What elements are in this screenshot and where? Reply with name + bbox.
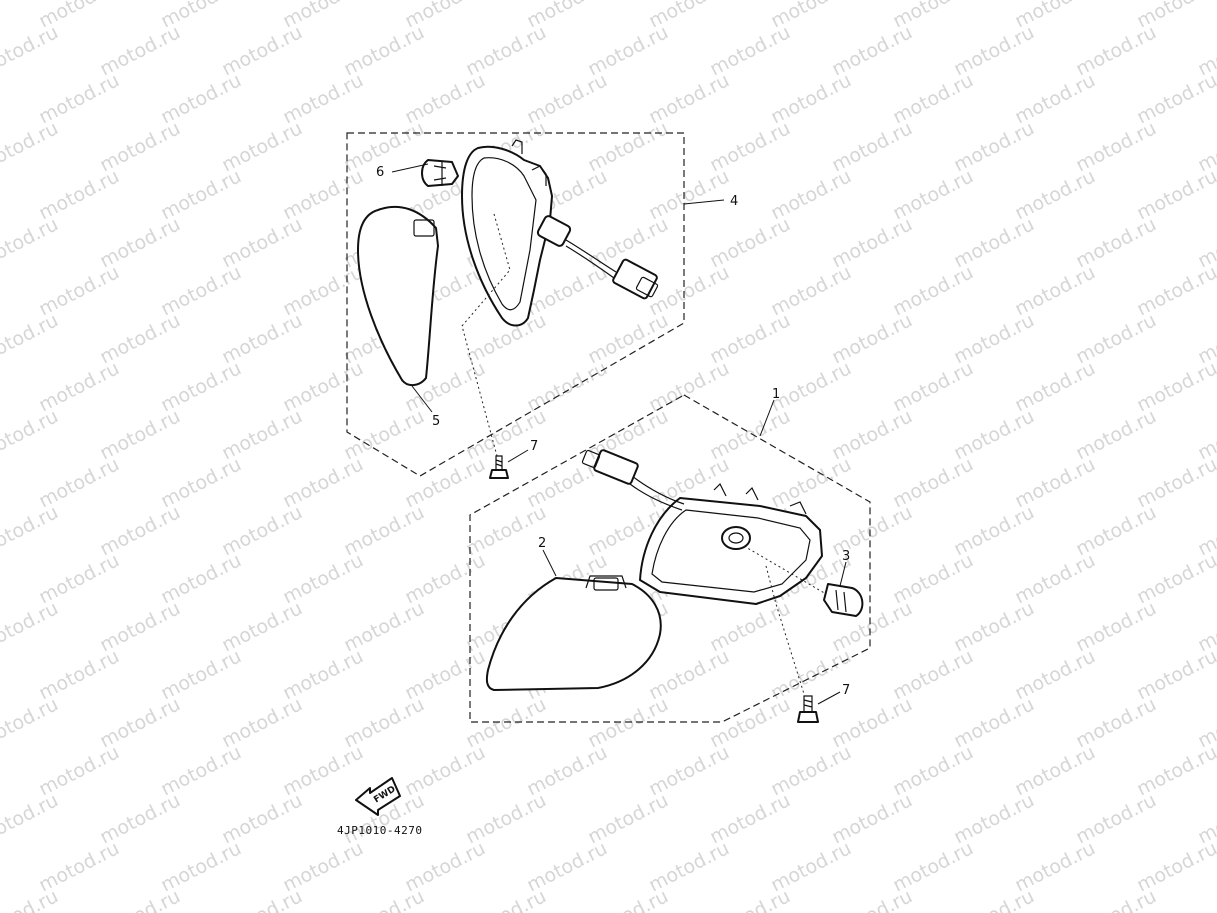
watermark-text: motod.ru [0,741,1,800]
watermark-text: motod.ru [0,117,62,176]
lower-bulb-guide-line [743,545,827,595]
watermark-text: motod.ru [1072,885,1160,913]
watermark-text: motod.ru [584,885,672,913]
upper-assembly-boundary [346,132,685,477]
watermark-text: motod.ru [0,261,1,320]
leader-7-upper [507,449,529,463]
leader-3 [839,561,847,587]
lower-screw-head [797,711,819,723]
watermark-text: motod.ru [218,885,306,913]
watermark-text: motod.ru [0,549,1,608]
watermark-text: motod.ru [0,645,1,704]
callout-7-upper: 7 [530,439,538,454]
lower-lens-tab-outline [585,575,627,589]
upper-housing-clips [511,139,547,186]
lower-housing-part-1 [639,497,823,605]
callout-2: 2 [538,536,546,551]
drawing-code: 4JP1010-4270 [337,824,422,837]
watermark-text: motod.ru [0,693,62,752]
upper-wire-connector [612,258,658,300]
watermark-text: motod.ru [0,69,1,128]
watermark-text: motod.ru [0,213,62,272]
lower-housing-inner-rim [651,509,811,593]
watermark-text: motod.ru [0,309,62,368]
upper-housing-part-4 [461,145,553,327]
watermark-text: motod.ru [0,21,62,80]
lower-bulb-part-3 [823,583,864,617]
callout-3: 3 [842,549,850,564]
lower-assembly-boundary [469,394,871,723]
lower-lens-tab [593,577,619,591]
upper-screw-threads [495,455,503,471]
watermark-text: motod.ru [828,885,916,913]
lower-screw-threads [803,695,813,713]
lower-housing-clips [713,482,807,515]
callout-4: 4 [730,194,738,209]
watermark-text: motod.ru [1194,885,1217,913]
watermark-text: motod.ru [0,165,1,224]
watermark-text: motod.ru [0,789,62,848]
lower-screw-part-7: 7 [797,683,850,723]
watermark-text: motod.ru [96,885,184,913]
upper-wire-harness [565,239,617,279]
upper-bulb-filament [433,162,447,186]
callout-6: 6 [376,165,384,180]
watermark-text: motod.ru [0,0,1,32]
upper-bulb-part-6 [421,159,459,187]
watermark-text: motod.ru [0,597,62,656]
watermark-text: motod.ru [0,501,62,560]
upper-lens-tab [413,219,435,237]
watermark-text: motod.ru [706,885,794,913]
upper-assembly-group: 6 4 5 [346,132,738,477]
watermark-text: motod.ru [0,405,62,464]
lower-bulb-socket-hole [721,526,751,550]
leader-2 [542,549,557,577]
leader-1 [759,399,775,437]
lower-bulb-filament [835,589,847,613]
lower-lens-part-2 [485,577,662,691]
watermark-text: motod.ru [0,357,1,416]
callout-7-lower: 7 [842,683,850,698]
watermark-text: motod.ru [462,885,550,913]
callout-1: 1 [772,387,780,402]
watermark-text: motod.ru [0,453,1,512]
leader-4 [683,199,725,205]
watermark-text: motod.ru [950,885,1038,913]
lower-wire-harness [629,475,685,511]
upper-connector-detail [635,276,659,298]
upper-housing-inner-rim [471,157,537,311]
upper-screw-part-7: 7 [489,439,538,479]
lower-assembly-group: 1 2 3 [469,387,871,723]
watermark-text: motod.ru [0,837,1,896]
lower-wire-connector [593,449,639,485]
callout-5: 5 [432,414,440,429]
lower-bulb-socket-inner [728,532,744,544]
watermark-text: motod.ru [340,885,428,913]
watermark-text: motod.ru [0,885,62,913]
upper-screw-head [489,469,509,479]
forward-direction-arrow: FWD [355,777,401,816]
upper-lens-part-5 [357,205,439,386]
lower-connector-detail [581,449,601,469]
leader-7-lower [817,691,841,705]
leader-5 [411,385,433,413]
upper-screw-guide-line [461,213,511,457]
upper-bulb-socket [536,215,572,247]
fwd-arrow-icon [355,777,401,816]
leader-6 [391,163,429,173]
